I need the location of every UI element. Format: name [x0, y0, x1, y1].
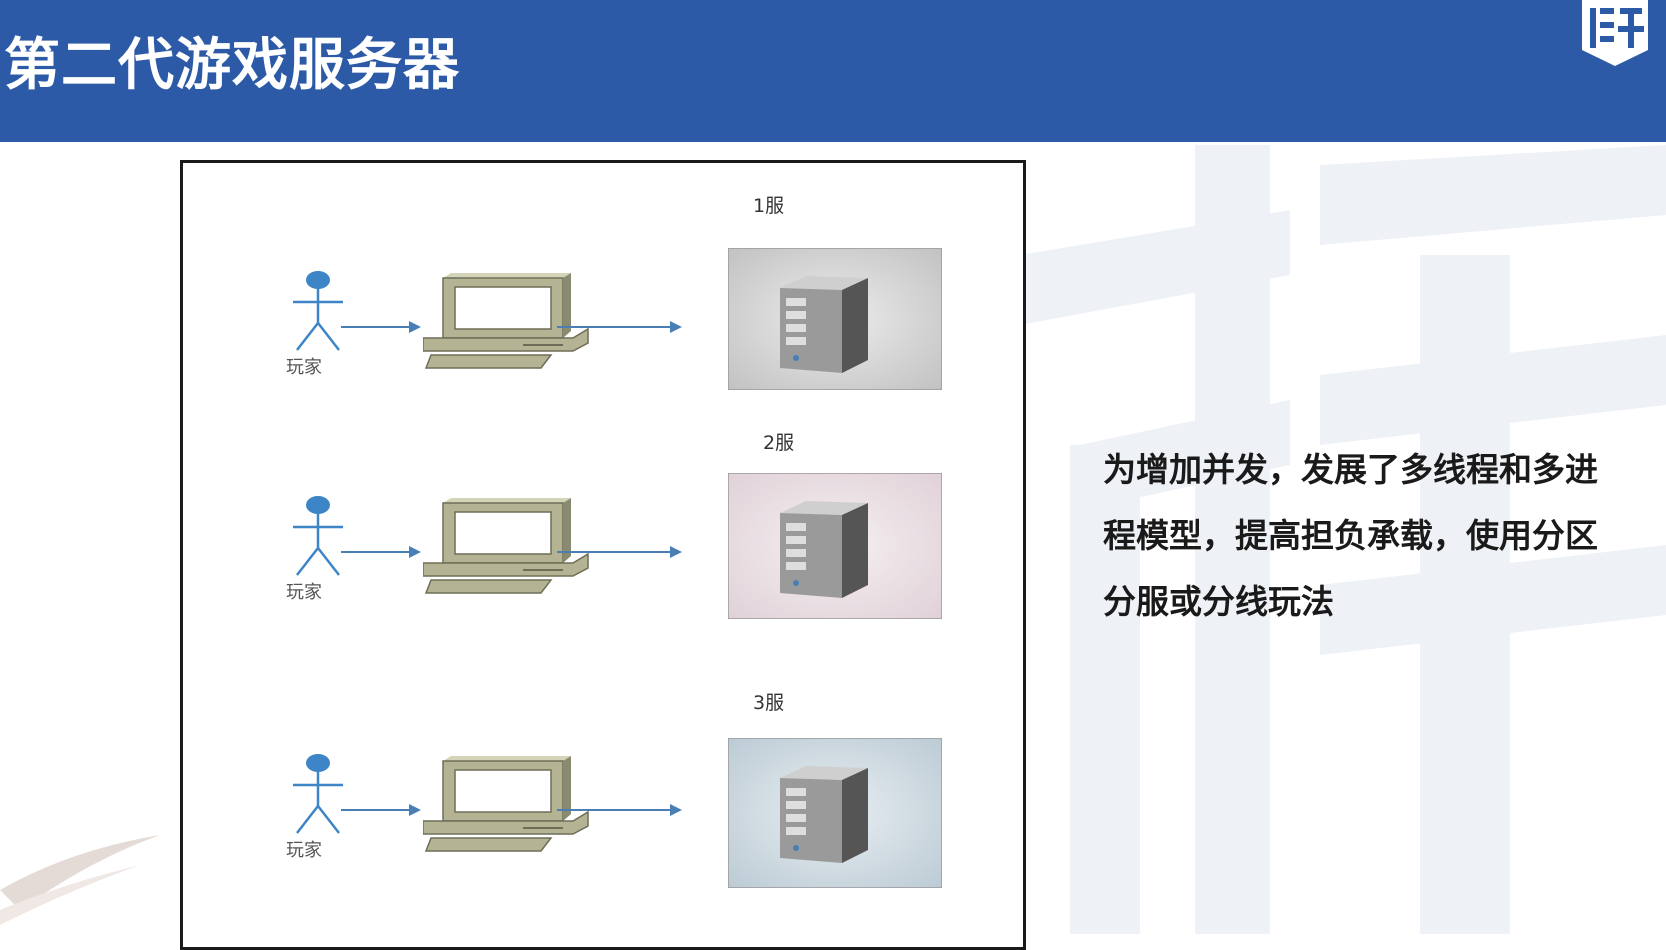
- player-label: 玩家: [286, 582, 322, 603]
- slide-description: 为增加并发，发展了多线程和多进 程模型，提高担负承载，使用分区 分服或分线玩法: [1103, 437, 1663, 635]
- server-label: 3服: [753, 692, 785, 714]
- server-label: 2服: [763, 432, 795, 454]
- arrow-icon: [557, 546, 682, 558]
- arrow-icon: [341, 546, 421, 558]
- description-line: 为增加并发，发展了多线程和多进: [1103, 450, 1598, 489]
- watermark-graphic: [1020, 145, 1666, 934]
- computer-icon: [423, 498, 589, 594]
- stick-figure-icon: [293, 754, 343, 834]
- brand-logo-icon: [1582, 0, 1648, 66]
- arrow-icon: [557, 321, 682, 333]
- player-label: 玩家: [286, 357, 322, 378]
- server-architecture-diagram: 1服 玩家: [180, 160, 1026, 950]
- arrow-icon: [341, 321, 421, 333]
- server-tower-icon: [728, 738, 942, 888]
- arrow-icon: [557, 804, 682, 816]
- server-row-1: 1服 玩家: [183, 183, 1023, 433]
- server-tower-icon: [728, 248, 942, 390]
- slide-title: 第二代游戏服务器: [4, 33, 460, 98]
- computer-icon: [423, 756, 589, 852]
- server-row-3: 3服 玩家: [183, 683, 1023, 933]
- arrow-icon: [341, 804, 421, 816]
- server-label: 1服: [753, 195, 785, 217]
- player-label: 玩家: [286, 840, 322, 861]
- server-tower-icon: [728, 473, 942, 619]
- stick-figure-icon: [293, 496, 343, 576]
- computer-icon: [423, 273, 589, 369]
- description-line: 分服或分线玩法: [1103, 582, 1334, 621]
- stick-figure-icon: [293, 271, 343, 351]
- description-line: 程模型，提高担负承载，使用分区: [1103, 516, 1598, 555]
- slide-header: 第二代游戏服务器: [0, 0, 1666, 142]
- server-row-2: 2服 玩家: [183, 428, 1023, 678]
- decorative-swoosh: [0, 835, 160, 925]
